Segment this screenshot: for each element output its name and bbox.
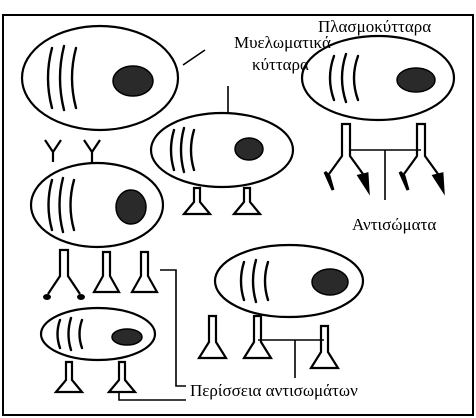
- antibody-icon: [244, 316, 271, 358]
- myeloma-label-leader-2: [183, 50, 205, 65]
- excess-bracket-left: [160, 270, 186, 386]
- antibody-icon: [43, 250, 85, 300]
- nucleus-icon: [397, 68, 435, 92]
- excess-bracket-bottom: [119, 392, 186, 400]
- antibody-icon: [325, 124, 368, 190]
- nucleus-icon: [113, 66, 153, 96]
- antibody-icon: [199, 316, 226, 358]
- nucleus-icon: [235, 138, 263, 160]
- antibodies-label: Αντισώματα: [352, 215, 436, 234]
- excess-antibodies-label: Περίσσεια αντισωμάτων: [190, 381, 358, 400]
- nucleus-icon: [312, 269, 348, 295]
- antibody-icon: [234, 188, 260, 214]
- nucleus-icon: [112, 329, 142, 345]
- myeloma-cell-4: [215, 245, 363, 317]
- myeloma-cell-5: [41, 308, 155, 360]
- antibody-icon: [94, 252, 119, 292]
- myeloma-cell-3: [31, 163, 163, 247]
- antibody-icon: [45, 140, 61, 162]
- myeloma-cell-1: [22, 26, 178, 130]
- antibody-icon: [132, 252, 157, 292]
- antibody-icon: [311, 326, 338, 368]
- nucleus-icon: [116, 190, 146, 224]
- plasma-cell-label: Πλασμοκύτταρα: [318, 17, 431, 36]
- myeloma-cell-2: [151, 113, 293, 187]
- antibody-icon: [84, 140, 100, 162]
- antibody-icon: [109, 362, 135, 392]
- antibody-icon: [56, 362, 82, 392]
- antibody-icon: [400, 124, 443, 190]
- antibody-icon: [184, 188, 210, 214]
